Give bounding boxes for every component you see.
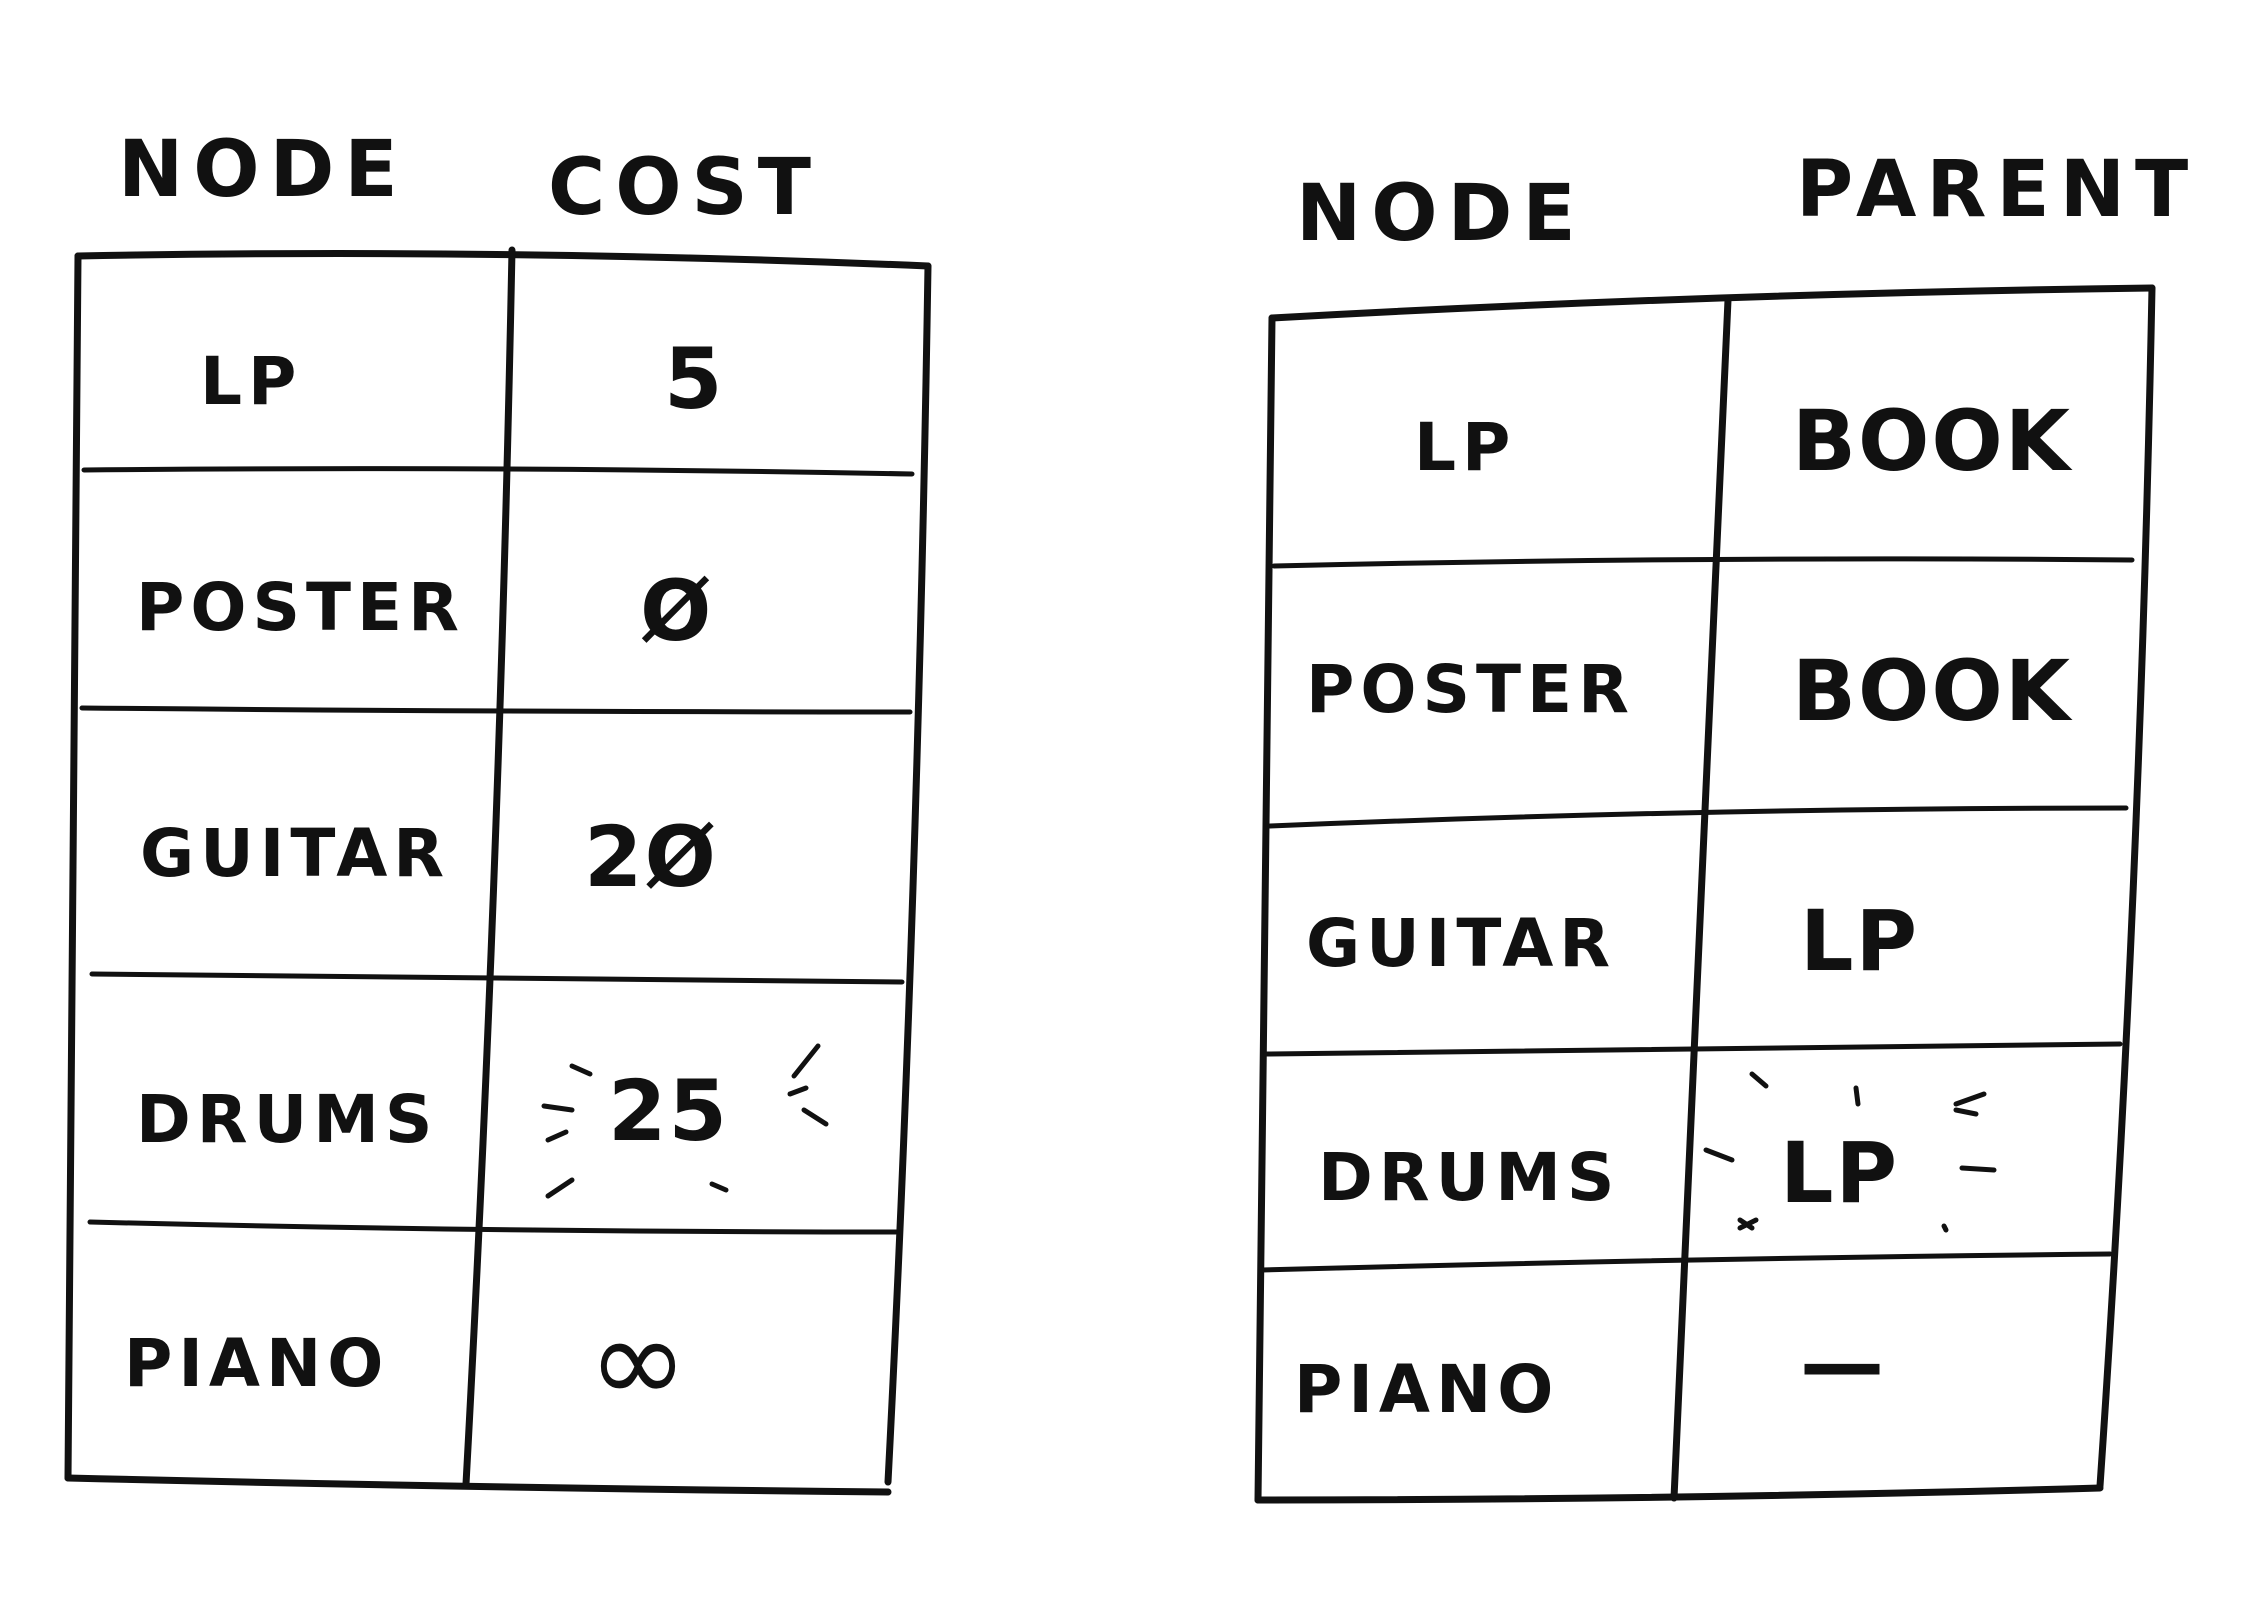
parent-table-column-divider bbox=[1670, 296, 1732, 1502]
cost-table-node-cell: DRUMS bbox=[136, 1081, 438, 1158]
parent-table-top-border bbox=[1268, 284, 2156, 322]
parent-table-node-cell: LP bbox=[1414, 409, 1516, 486]
cost-table-value-cell: ∞ bbox=[588, 1292, 688, 1431]
parent-table-value-cell: BOOK bbox=[1792, 642, 2073, 740]
cost-table-node-cell: POSTER bbox=[136, 569, 465, 646]
cost-table-highlight-sparkle bbox=[541, 1043, 829, 1199]
parent-table-value-cell: LP bbox=[1800, 892, 1919, 990]
cost-table-node-header: NODE bbox=[118, 125, 408, 215]
parent-table-value-cell-highlighted: LP bbox=[1780, 1124, 1899, 1222]
cost-table-value-cell-highlighted: 25 bbox=[608, 1062, 729, 1160]
cost-table-right-border bbox=[884, 262, 932, 1486]
parent-table-value-cell: — bbox=[1800, 1314, 1886, 1412]
parent-table-right-border bbox=[2096, 284, 2156, 1490]
parent-table-value-cell: BOOK bbox=[1792, 392, 2073, 490]
cost-table-node-cell: LP bbox=[200, 343, 302, 420]
parent-table-node-cell: POSTER bbox=[1306, 651, 1635, 728]
parent-table-node-cell: GUITAR bbox=[1306, 905, 1616, 982]
parent-table-left-border bbox=[1254, 314, 1276, 1504]
cost-table-grid bbox=[64, 246, 932, 1496]
parent-table-grid bbox=[1254, 284, 2156, 1504]
cost-table-row-divider bbox=[89, 971, 905, 985]
parent-table-row-divider bbox=[1271, 556, 2135, 569]
cost-table-column-divider bbox=[462, 246, 516, 1488]
cost-table-bottom-border bbox=[64, 1474, 892, 1496]
cost-table-left-border bbox=[64, 252, 82, 1482]
cost-table: NODE COST LP 5 POSTER Ø GUITAR 2Ø DRUMS … bbox=[64, 125, 932, 1496]
cost-table-value-cell: 5 bbox=[664, 330, 724, 428]
cost-table-value-cell: 2Ø bbox=[584, 808, 718, 906]
parent-table: NODE PARENT LP BOOK POSTER BOOK GUITAR L… bbox=[1254, 145, 2198, 1504]
parent-table-row-divider bbox=[1263, 1041, 2123, 1057]
parent-table-bottom-border bbox=[1254, 1484, 2104, 1504]
cost-table-row-divider bbox=[81, 466, 915, 477]
cost-table-node-cell: GUITAR bbox=[140, 815, 450, 892]
parent-table-node-header: NODE bbox=[1296, 169, 1586, 259]
parent-table-node-cell: PIANO bbox=[1294, 1351, 1559, 1428]
cost-table-value-cell: Ø bbox=[640, 562, 713, 660]
parent-table-row-divider bbox=[1259, 1251, 2113, 1273]
parent-table-parent-header: PARENT bbox=[1796, 145, 2198, 235]
cost-table-row-divider bbox=[79, 705, 913, 715]
parent-table-node-cell: DRUMS bbox=[1318, 1139, 1620, 1216]
cost-table-top-border bbox=[74, 250, 932, 270]
cost-table-row-divider bbox=[87, 1219, 899, 1235]
cost-table-cost-header: COST bbox=[548, 143, 821, 233]
cost-table-node-cell: PIANO bbox=[124, 1325, 389, 1402]
parent-table-row-divider bbox=[1267, 805, 2129, 829]
parent-table-highlight-sparkle bbox=[1703, 1071, 1997, 1233]
